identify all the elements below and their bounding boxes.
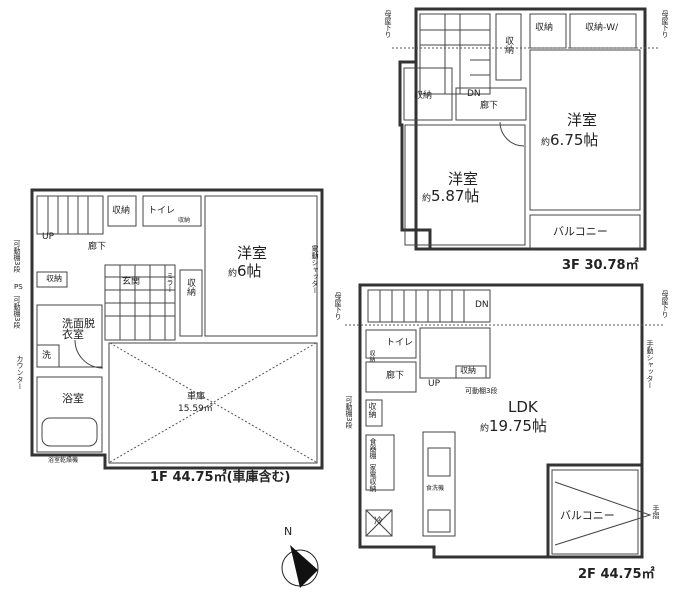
f1-note-ps: PS [14, 283, 23, 291]
f1-caption: 1F 44.75㎡(車庫含む) [150, 470, 291, 485]
f3-room-west: 洋室 [448, 170, 479, 188]
f2-fridge: 冷 [374, 517, 384, 527]
f3-storage-wic: 収納-W/ [585, 23, 619, 33]
floor2-walls [345, 283, 665, 559]
north-label: N [284, 525, 293, 538]
f2-note-roof: 母屋下り [661, 290, 669, 318]
f1-note-shelf2: 可動棚3段 [13, 296, 21, 329]
f3-hall: 廊下 [480, 101, 499, 111]
f3-caption: 3F 30.78㎡ [562, 258, 639, 273]
f2-up: UP [428, 379, 441, 389]
f1-washroom: 洗面脱衣室 [62, 317, 95, 341]
f1-note-shutter: 電動シャッター [311, 245, 319, 294]
f1-entrance: 玄関 [122, 277, 141, 287]
f2-storage-small: 収納 [368, 402, 377, 418]
f3-room-east-size: 約6.75帖 [541, 131, 599, 149]
f1-toilet: トイレ [148, 206, 176, 216]
f1-note-counter: カウンター [16, 355, 24, 390]
floor1-walls [30, 188, 324, 470]
f1-room-size: 約6帖 [228, 262, 262, 280]
f2-note-left-shelf: 可動棚3段 [345, 396, 353, 429]
f1-room: 洋室 [237, 244, 268, 262]
f2-ldk-size: 約19.75帖 [480, 417, 547, 435]
f1-mirror: ミラー [166, 272, 174, 293]
floor3-walls [392, 7, 660, 251]
f2-storage: 収納 [460, 366, 476, 375]
f2-note-shutter: 手動シャッター [646, 340, 654, 389]
f2-shelf-note: 可動棚3段 [465, 387, 498, 395]
f2-toilet-storage: 収納 [368, 350, 375, 362]
f2-toilet: トイレ [386, 338, 414, 348]
f1-garage: 車庫 [187, 392, 206, 402]
f3-dn: DN [467, 89, 481, 99]
f2-dishwasher: 食洗機 [426, 485, 445, 492]
north-arrow [281, 545, 319, 588]
f1-toilet-storage: 収納 [178, 217, 191, 224]
f3-balcony: バルコニー [553, 225, 608, 238]
f2-note-rail: 手摺 [652, 505, 660, 519]
f3-note-right: 母屋下り [661, 10, 669, 38]
f2-pantry: 食器棚 [369, 438, 377, 459]
f1-bath: 浴室 [62, 392, 84, 405]
f1-storage-small: 収納 [46, 274, 62, 283]
f2-balcony: バルコニー [560, 509, 615, 522]
f1-storage: 収納 [112, 206, 131, 216]
f1-washer: 洗 [42, 351, 52, 361]
f1-closet: 収納 [185, 278, 195, 296]
f3-room-west-size: 約5.87帖 [422, 187, 480, 205]
f3-note-left: 母屋下り [384, 10, 392, 38]
f1-note-dryer: 浴室乾燥機 [48, 457, 79, 464]
f1-garage-area: 15.59㎡ [178, 404, 213, 414]
f3-storage-a: 収納 [535, 23, 554, 33]
f1-note-shelf1: 可動棚3段 [13, 240, 21, 273]
f2-ldk: LDK [508, 398, 538, 416]
f1-up: UP [42, 232, 55, 242]
f2-hall: 廊下 [386, 371, 405, 381]
f3-room-east: 洋室 [567, 111, 598, 129]
f3-storage-c: 収納 [503, 36, 513, 54]
f2-caption: 2F 44.75㎡ [578, 567, 655, 582]
f1-hall: 廊下 [88, 242, 107, 252]
f2-cabinet: 家電収納 [369, 464, 377, 492]
f2-dn: DN [475, 300, 489, 310]
f2-note-left-roof: 母屋下り [334, 292, 342, 320]
f3-storage-b: 収納 [414, 91, 433, 101]
